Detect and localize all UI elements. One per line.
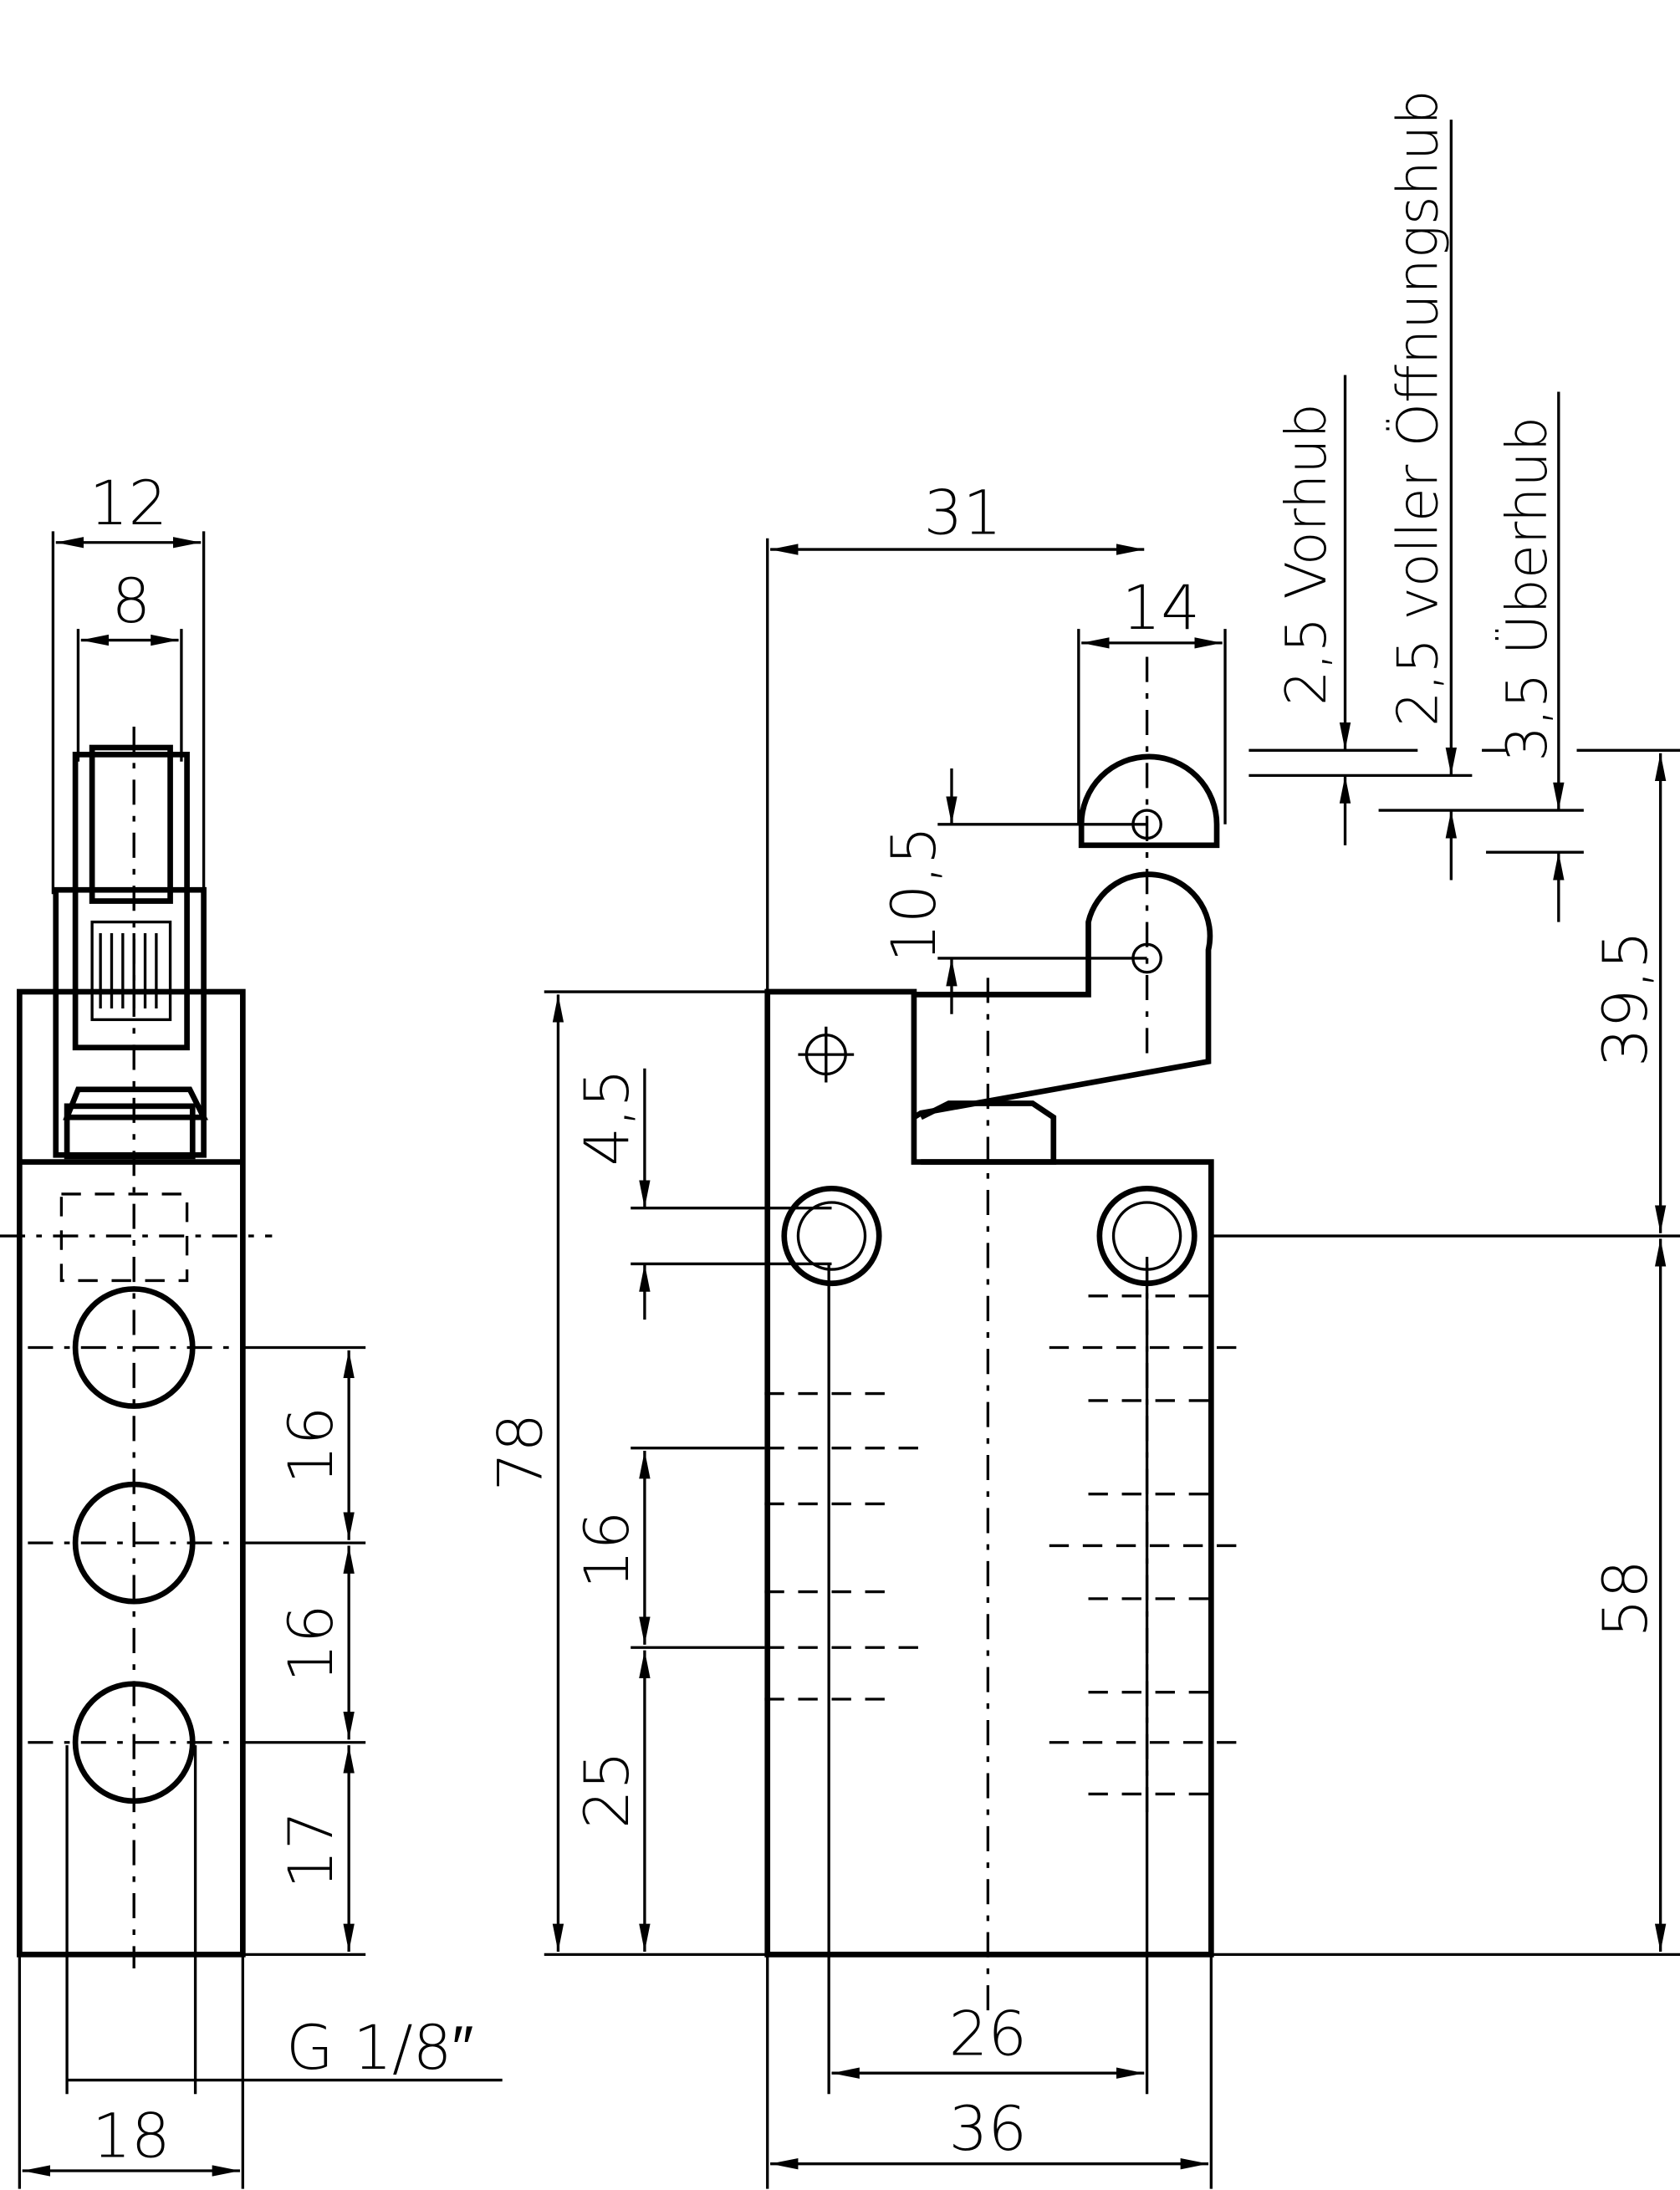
dim-31: 31 [924, 478, 1002, 549]
dim-17: 17 [276, 1811, 347, 1889]
dim-8: 8 [111, 566, 151, 637]
dim-39-5: 39,5 [1591, 931, 1662, 1067]
front-view: 31 14 10,5 4,5 78 16 25 39,5 58 2,5 Vorh… [485, 89, 1680, 2189]
full-opening-stroke-label: 2,5 voller Öffnungshub [1386, 89, 1451, 727]
dim-25: 25 [572, 1751, 643, 1829]
dim-78: 78 [485, 1413, 556, 1491]
dim-58: 58 [1591, 1560, 1662, 1637]
side-view: 12 8 16 16 17 G 1/8″ 18 [0, 468, 503, 2189]
dim-4-5: 4,5 [572, 1069, 643, 1166]
dim-18: 18 [92, 2101, 170, 2172]
dim-26: 26 [949, 1999, 1027, 2070]
dim-12: 12 [89, 468, 167, 539]
port-thread-label: G 1/8″ [286, 2013, 473, 2084]
dim-10-5: 10,5 [879, 825, 950, 962]
dim-14: 14 [1122, 573, 1200, 644]
dim-16b: 16 [276, 1605, 347, 1682]
dim-36: 36 [949, 2094, 1027, 2165]
dim-16: 16 [572, 1511, 643, 1589]
dim-16a: 16 [276, 1406, 347, 1484]
mounting-hole [781, 1185, 882, 1287]
pre-stroke-label: 2,5 Vorhub [1274, 403, 1339, 706]
over-stroke-label: 3,5 Überhub [1494, 416, 1560, 762]
